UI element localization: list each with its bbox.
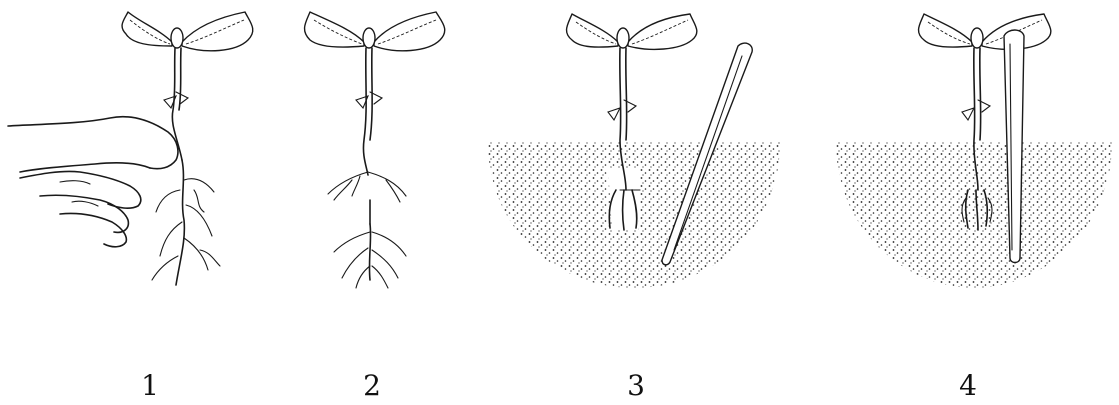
step-label-2: 2 — [352, 372, 392, 400]
seedling-root-cut-icon — [260, 0, 460, 340]
step-3-panel: 3 — [480, 0, 790, 405]
step-label-4: 4 — [948, 372, 988, 400]
hand-holding-seedling-icon — [0, 0, 260, 340]
step-4-panel: 4 — [828, 0, 1119, 405]
step-2-panel: 2 — [260, 0, 460, 405]
seedling-in-soil-with-dibber-icon — [480, 0, 790, 340]
step-1-panel: 1 — [0, 0, 260, 405]
step-label-1: 1 — [130, 372, 170, 400]
step-label-3: 3 — [616, 372, 656, 400]
seedling-planted-dibber-icon — [828, 0, 1119, 340]
